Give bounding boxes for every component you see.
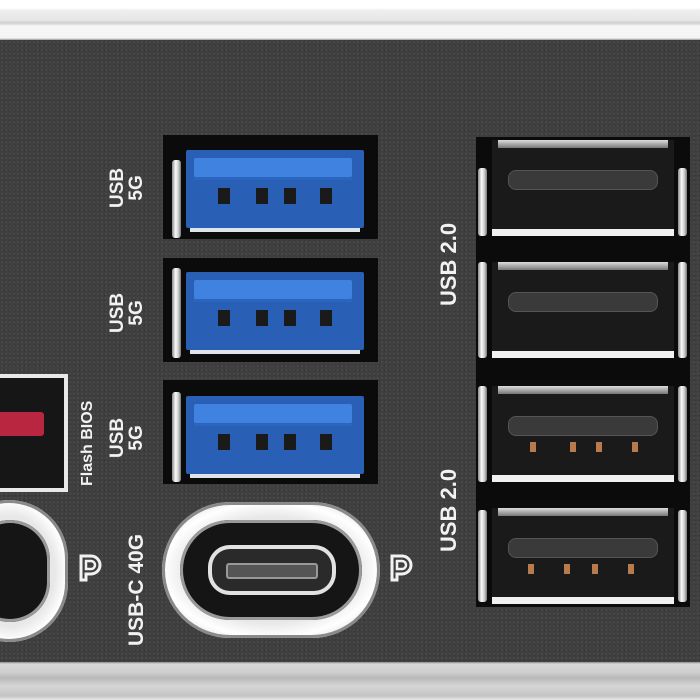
pin [530,442,536,452]
usb20-tongue [508,292,658,312]
usb5g-tongue [194,280,352,302]
usb20-shell-right-4 [678,510,687,602]
displayport-icon [79,554,102,582]
lip [498,262,668,270]
top-metal-rail [0,0,700,40]
usb20-tongue [508,170,658,190]
lip [492,229,674,236]
pin [284,434,296,450]
usb5g-tongue [194,158,352,180]
usb5g-port-1[interactable] [186,150,364,232]
usb-c-tongue [226,563,318,579]
pin [284,188,296,204]
pin [528,564,534,574]
usb5g-label-1-line1: USB [107,167,128,208]
usb5g-shell-3 [172,392,181,482]
usb5g-port-2[interactable] [186,272,364,354]
usb-c-port[interactable] [208,545,336,595]
usb20-port-3[interactable] [492,386,674,482]
usb20-shell-right-1 [678,168,687,236]
usb5g-label-1-line2: 5G [126,175,147,201]
pin [320,434,332,450]
lip [492,351,674,358]
pin [564,564,570,574]
usb5g-label-2-line2: 5G [126,300,147,326]
flash-bios-button-housing [0,374,68,492]
pin [256,310,268,326]
usb20-port-2[interactable] [492,262,674,358]
rim [190,474,360,478]
pin [256,188,268,204]
pin [218,310,230,326]
usb20-shell-left-4 [478,510,487,602]
usb20-shell-right-2 [678,262,687,358]
usb5g-label-3-line2: 5G [126,425,147,451]
pin [596,442,602,452]
usb5g-shell-2 [172,268,181,358]
usb20-tongue [508,416,658,436]
pin [628,564,634,574]
pin [320,188,332,204]
pin [284,310,296,326]
lip [492,597,674,604]
lip [498,508,668,516]
displayport-port-left[interactable] [0,520,50,622]
usb20-shell-right-3 [678,386,687,482]
usb20-label-bottom: USB 2.0 [436,468,461,552]
usb5g-shell-1 [172,160,181,238]
usb20-shell-left-3 [478,386,487,482]
flash-bios-label: Flash BIOS [79,400,96,486]
usb5g-tongue [194,404,352,426]
pin [218,434,230,450]
lip [498,140,668,148]
usb5g-label-2-line1: USB [107,292,128,333]
pin [570,442,576,452]
usb-c-label: USB-C 40G [125,533,148,646]
usb5g-label-2: USB 5G [107,292,147,333]
pin [256,434,268,450]
usb5g-port-3[interactable] [186,396,364,478]
usb20-shell-left-1 [478,168,487,236]
lip [492,475,674,482]
bottom-metal-rail [0,662,700,700]
flash-bios-button[interactable] [0,412,44,436]
lip [498,386,668,394]
pin [632,442,638,452]
usb20-port-4[interactable] [492,508,674,604]
pin [592,564,598,574]
usb20-shell-left-2 [478,262,487,358]
pin [218,188,230,204]
pin [320,310,332,326]
usb5g-label-3-line1: USB [107,417,128,458]
rim [190,228,360,232]
usb20-tongue [508,538,658,558]
usb20-port-1[interactable] [492,140,674,236]
rim [190,350,360,354]
usb5g-label-1: USB 5G [107,167,147,208]
displayport-icon [390,554,413,582]
usb5g-label-3: USB 5G [107,417,147,458]
usb20-label-top: USB 2.0 [436,222,461,306]
